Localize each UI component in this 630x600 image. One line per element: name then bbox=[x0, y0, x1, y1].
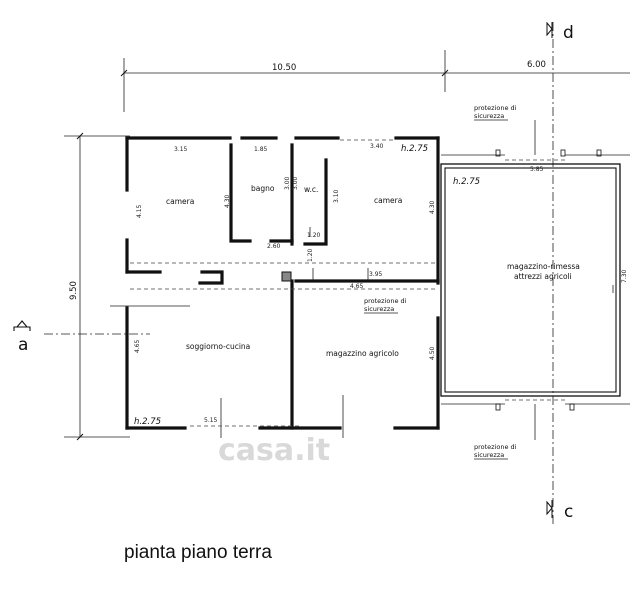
dim-camera-right-width: 3.40 bbox=[370, 143, 384, 150]
dim-magazzino-height: 4.50 bbox=[429, 346, 436, 360]
room-camera-right: camera bbox=[374, 196, 402, 205]
height-main: h.2.75 bbox=[401, 144, 428, 154]
dim-annex-width: 5.85 bbox=[530, 166, 544, 173]
dim-magazzino-width: 4.65 bbox=[350, 283, 364, 290]
dim-corridor-width: 3.95 bbox=[369, 271, 383, 278]
note-bottom-line2: sicurezza bbox=[474, 451, 504, 459]
dim-wc-width: 3.00 bbox=[292, 176, 299, 190]
dim-corridor: 1.20 bbox=[307, 248, 314, 262]
plan-title: pianta piano terra bbox=[124, 542, 272, 563]
dim-bagno-height: 3.00 bbox=[284, 176, 291, 190]
dim-living-width: 5.15 bbox=[204, 417, 218, 424]
dim-camera-width: 3.15 bbox=[174, 146, 188, 153]
section-mark-d: d bbox=[563, 23, 574, 43]
note-bottom-line1: protezione di bbox=[474, 443, 517, 451]
room-heights: h.2.75 h.2.75 h.2.75 bbox=[134, 144, 480, 427]
dim-wc-height: 3.10 bbox=[333, 189, 340, 203]
room-attrezzi-agricoli: attrezzi agricoli bbox=[514, 272, 572, 281]
room-camera-left: camera bbox=[166, 197, 194, 206]
dim-width-annex: 6.00 bbox=[527, 60, 546, 70]
section-marks: d c a bbox=[13, 21, 574, 525]
note-mid-line1: protezione di bbox=[364, 297, 407, 305]
dim-annex-height: 7.30 bbox=[621, 269, 628, 283]
walls bbox=[110, 136, 440, 438]
note-top-line2: sicurezza bbox=[474, 112, 504, 120]
safety-notes: protezione di sicurezza protezione di si… bbox=[364, 104, 517, 460]
note-top-line1: protezione di bbox=[474, 104, 517, 112]
dim-bagno-bottom: 2.60 bbox=[267, 243, 281, 250]
section-mark-c: c bbox=[564, 502, 573, 522]
dim-bagno-width: 1.85 bbox=[254, 146, 268, 153]
dim-camera-inner: 4.30 bbox=[224, 194, 231, 208]
room-magazzino-agricolo: magazzino agricolo bbox=[326, 349, 399, 358]
dim-depth: 9.50 bbox=[69, 281, 79, 300]
room-bagno: bagno bbox=[251, 184, 275, 193]
section-mark-a: a bbox=[18, 335, 28, 355]
annex-walls bbox=[440, 120, 630, 440]
dim-living-height: 4.65 bbox=[134, 339, 141, 353]
dim-camera-right-height: 4.30 bbox=[429, 200, 436, 214]
dim-camera-height: 4.15 bbox=[136, 204, 143, 218]
note-mid-line2: sicurezza bbox=[364, 305, 394, 313]
room-magazzino-rimessa: magazzino-rimessa bbox=[507, 262, 580, 271]
watermark: casa.it bbox=[218, 433, 330, 468]
dim-width-main: 10.50 bbox=[272, 63, 296, 73]
room-labels: camera bagno w.c. camera soggiorno-cucin… bbox=[166, 184, 580, 358]
overall-dimensions: 10.50 6.00 9.50 bbox=[64, 50, 630, 441]
room-dimensions: 3.15 4.15 4.30 1.85 3.00 2.60 3.00 3.10 … bbox=[134, 143, 628, 424]
dim-wc-bottom: 1.20 bbox=[307, 232, 321, 239]
height-living: h.2.75 bbox=[134, 417, 161, 427]
height-annex: h.2.75 bbox=[453, 177, 480, 187]
room-soggiorno-cucina: soggiorno-cucina bbox=[186, 342, 250, 351]
room-wc: w.c. bbox=[304, 185, 318, 194]
